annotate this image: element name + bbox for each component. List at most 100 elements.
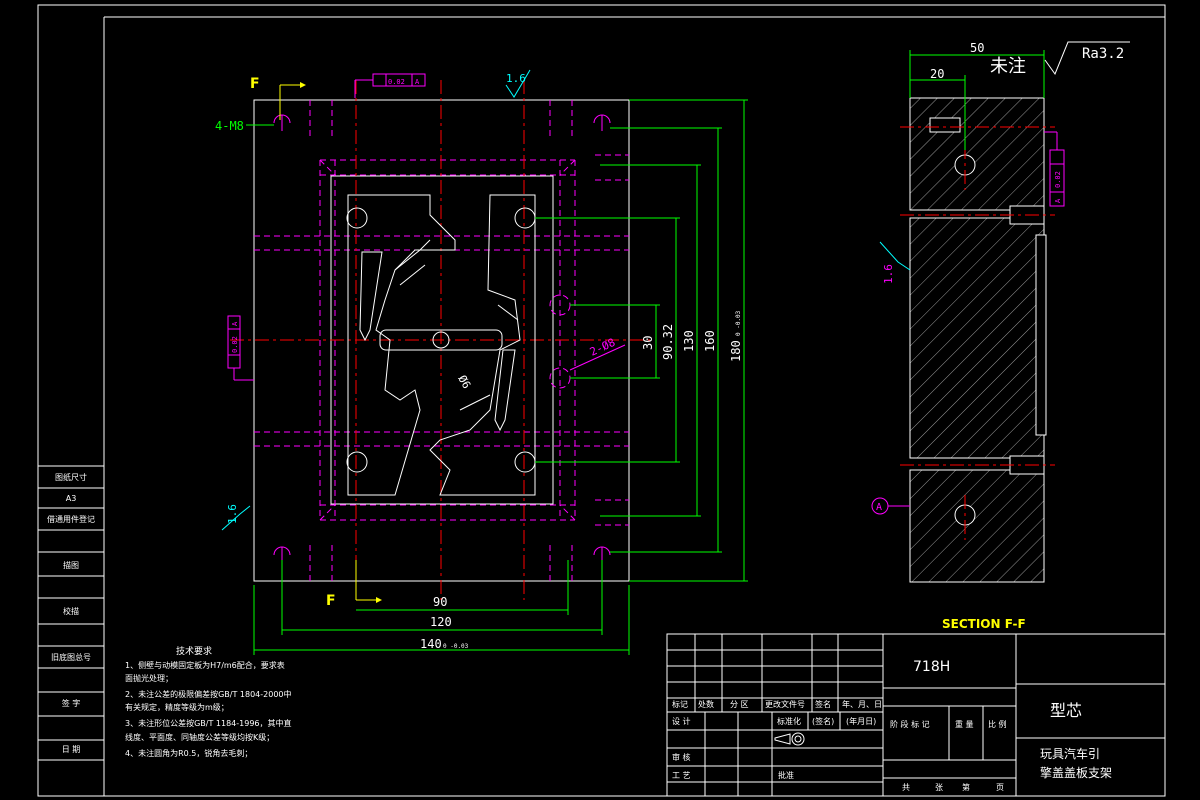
roughness-left-symbol: 1.6 xyxy=(221,504,251,531)
section-block-middle xyxy=(909,217,1045,459)
section-marker-bottom: F xyxy=(326,560,382,609)
tech-requirements: 技术要求 1、侧壁与动模固定板为H7/m6配合，要求表 面抛光处理； 2、未注公… xyxy=(125,645,292,758)
rev-header: 分 区 xyxy=(730,700,749,709)
datum-a-marker: A xyxy=(871,497,910,515)
section-block-top xyxy=(909,97,1045,211)
flatness-left-tol: 0.02 xyxy=(231,336,239,353)
part-geometry xyxy=(347,194,536,496)
stage-header: 比 例 xyxy=(988,719,1007,729)
roughness-top-symbol: 1.6 xyxy=(505,69,531,98)
not-noted-label: 未注 xyxy=(990,56,1026,77)
tech-req-item: 面抛光处理； xyxy=(125,673,173,683)
section-block-bottom xyxy=(909,469,1045,583)
left-panel-row-0: 图纸尺寸 xyxy=(55,472,87,482)
row-approve: 批准 xyxy=(778,770,794,780)
rev-header: 标记 xyxy=(672,699,688,709)
dim-h-90: 90 xyxy=(433,595,447,609)
material-label: 718H xyxy=(913,659,950,675)
dim-v-160: 160 xyxy=(703,330,717,352)
tech-req-item: 4、未注圆角为R0.5，锐角去毛刺； xyxy=(125,748,252,758)
roughness-general-symbol xyxy=(1044,41,1130,76)
section-bolt-top xyxy=(929,117,961,133)
tech-req-item: 2、未注公差的极限偏差按GB/T 1804-2000中 xyxy=(125,689,292,699)
row-standard: 标准化 xyxy=(777,716,801,726)
tech-req-item: 线度、平面度、同轴度公差等级均按K级； xyxy=(125,732,274,742)
dim-h-140: 140 xyxy=(420,637,442,651)
left-panel-row-8: 旧底图总号 xyxy=(51,652,91,662)
roughness-general-value: Ra3.2 xyxy=(1082,46,1124,62)
section-view: 50 20 未注 Ra3.2 1.6 0.02 A A SECTION F-F xyxy=(871,41,1130,631)
row-process: 工 艺 xyxy=(672,771,691,780)
parallel-frame: 0.02 A xyxy=(1044,131,1065,207)
parallel-tol: 0.02 xyxy=(1054,171,1062,188)
datum-a-label: A xyxy=(876,502,882,513)
drawing-frame xyxy=(37,4,1166,797)
dim-v-30: 30 xyxy=(641,336,655,350)
stage-header: 阶 段 标 记 xyxy=(890,719,930,729)
section-dim-50: 50 xyxy=(970,41,984,55)
part-name: 型芯 xyxy=(1050,701,1082,720)
tech-req-title: 技术要求 xyxy=(176,645,212,657)
section-roughness-side-value: 1.6 xyxy=(882,264,895,284)
title-block xyxy=(666,633,1166,797)
left-panel-table xyxy=(38,465,104,761)
dim-v-180: 180 xyxy=(729,340,743,362)
section-title: SECTION F-F xyxy=(942,617,1026,631)
left-panel-row-12: 日 期 xyxy=(62,745,81,754)
dim-v-130: 130 xyxy=(682,330,696,352)
flatness-frame-top: 0.02 A xyxy=(354,73,426,98)
dim-h-140-tol: 0 -0.03 xyxy=(443,643,469,650)
left-panel-row-4: 描图 xyxy=(63,560,79,570)
left-panel-row-6: 校描 xyxy=(63,606,79,616)
threaded-holes xyxy=(273,114,611,563)
left-panel-row-2: 借通用件登记 xyxy=(47,514,95,524)
section-dims xyxy=(909,50,1045,150)
vertical-dimensions xyxy=(535,99,748,582)
corner-pockets xyxy=(346,207,536,473)
section-step xyxy=(1035,234,1047,436)
stage-header: 重 量 xyxy=(955,719,974,729)
sheet-label: 页 xyxy=(996,783,1004,792)
center-lines xyxy=(230,80,650,600)
dim-h-120: 120 xyxy=(430,615,452,629)
section-marker-top: F xyxy=(250,76,306,120)
roughness-top-value: 1.6 xyxy=(506,72,526,85)
roughness-left-value: 1.6 xyxy=(226,504,239,524)
dim-v-90-32: 90.32 xyxy=(661,324,675,360)
product-name-line1: 玩具汽车引 xyxy=(1040,746,1100,761)
flatness-top-tol: 0.02 xyxy=(388,78,405,86)
sheet-label: 共 xyxy=(902,783,910,792)
section-mark-top-label: F xyxy=(250,76,260,92)
projection-symbol xyxy=(774,732,805,746)
row-date: (年月日) xyxy=(846,716,876,726)
row-design: 设 计 xyxy=(672,716,691,726)
sheet-label: 张 xyxy=(935,783,943,792)
rev-header: 签名 xyxy=(815,699,831,709)
sheet-label: 第 xyxy=(962,782,970,792)
row-review: 审 核 xyxy=(672,752,691,762)
center-hole-note: Ø6 xyxy=(455,373,473,391)
tech-req-item: 有关规定，精度等级为m级； xyxy=(125,702,229,712)
flatness-top-datum: A xyxy=(415,78,420,86)
section-roughness-side: 1.6 xyxy=(879,241,911,284)
rev-header: 更改文件号 xyxy=(765,699,805,709)
rev-header: 年、月、日 xyxy=(842,699,882,709)
row-sign: (签名) xyxy=(812,716,834,726)
section-center-lines xyxy=(900,126,1055,540)
tech-req-item: 1、侧壁与动模固定板为H7/m6配合，要求表 xyxy=(125,660,285,670)
tech-req-item: 3、未注形位公差按GB/T 1184-1996，其中直 xyxy=(125,718,292,728)
plan-view: F F 4-M8 2-Ø8 Ø6 1.6 1.6 xyxy=(215,69,748,655)
section-dim-20: 20 xyxy=(930,67,944,81)
section-mark-bottom-label: F xyxy=(326,593,336,609)
flatness-frame-left: 0.02 A xyxy=(227,315,254,381)
product-name-line2: 擎盖盖板支架 xyxy=(1040,765,1112,780)
rev-header: 处数 xyxy=(698,699,714,709)
parallel-datum: A xyxy=(1054,198,1062,203)
left-panel-row-1: A3 xyxy=(66,494,77,503)
hole-note: 4-M8 xyxy=(215,119,244,133)
left-panel-row-10: 签 字 xyxy=(62,698,81,708)
dim-v-180-tol: 0 -0.03 xyxy=(735,310,742,336)
horizontal-dimensions xyxy=(253,560,630,655)
flatness-left-datum: A xyxy=(231,321,239,326)
